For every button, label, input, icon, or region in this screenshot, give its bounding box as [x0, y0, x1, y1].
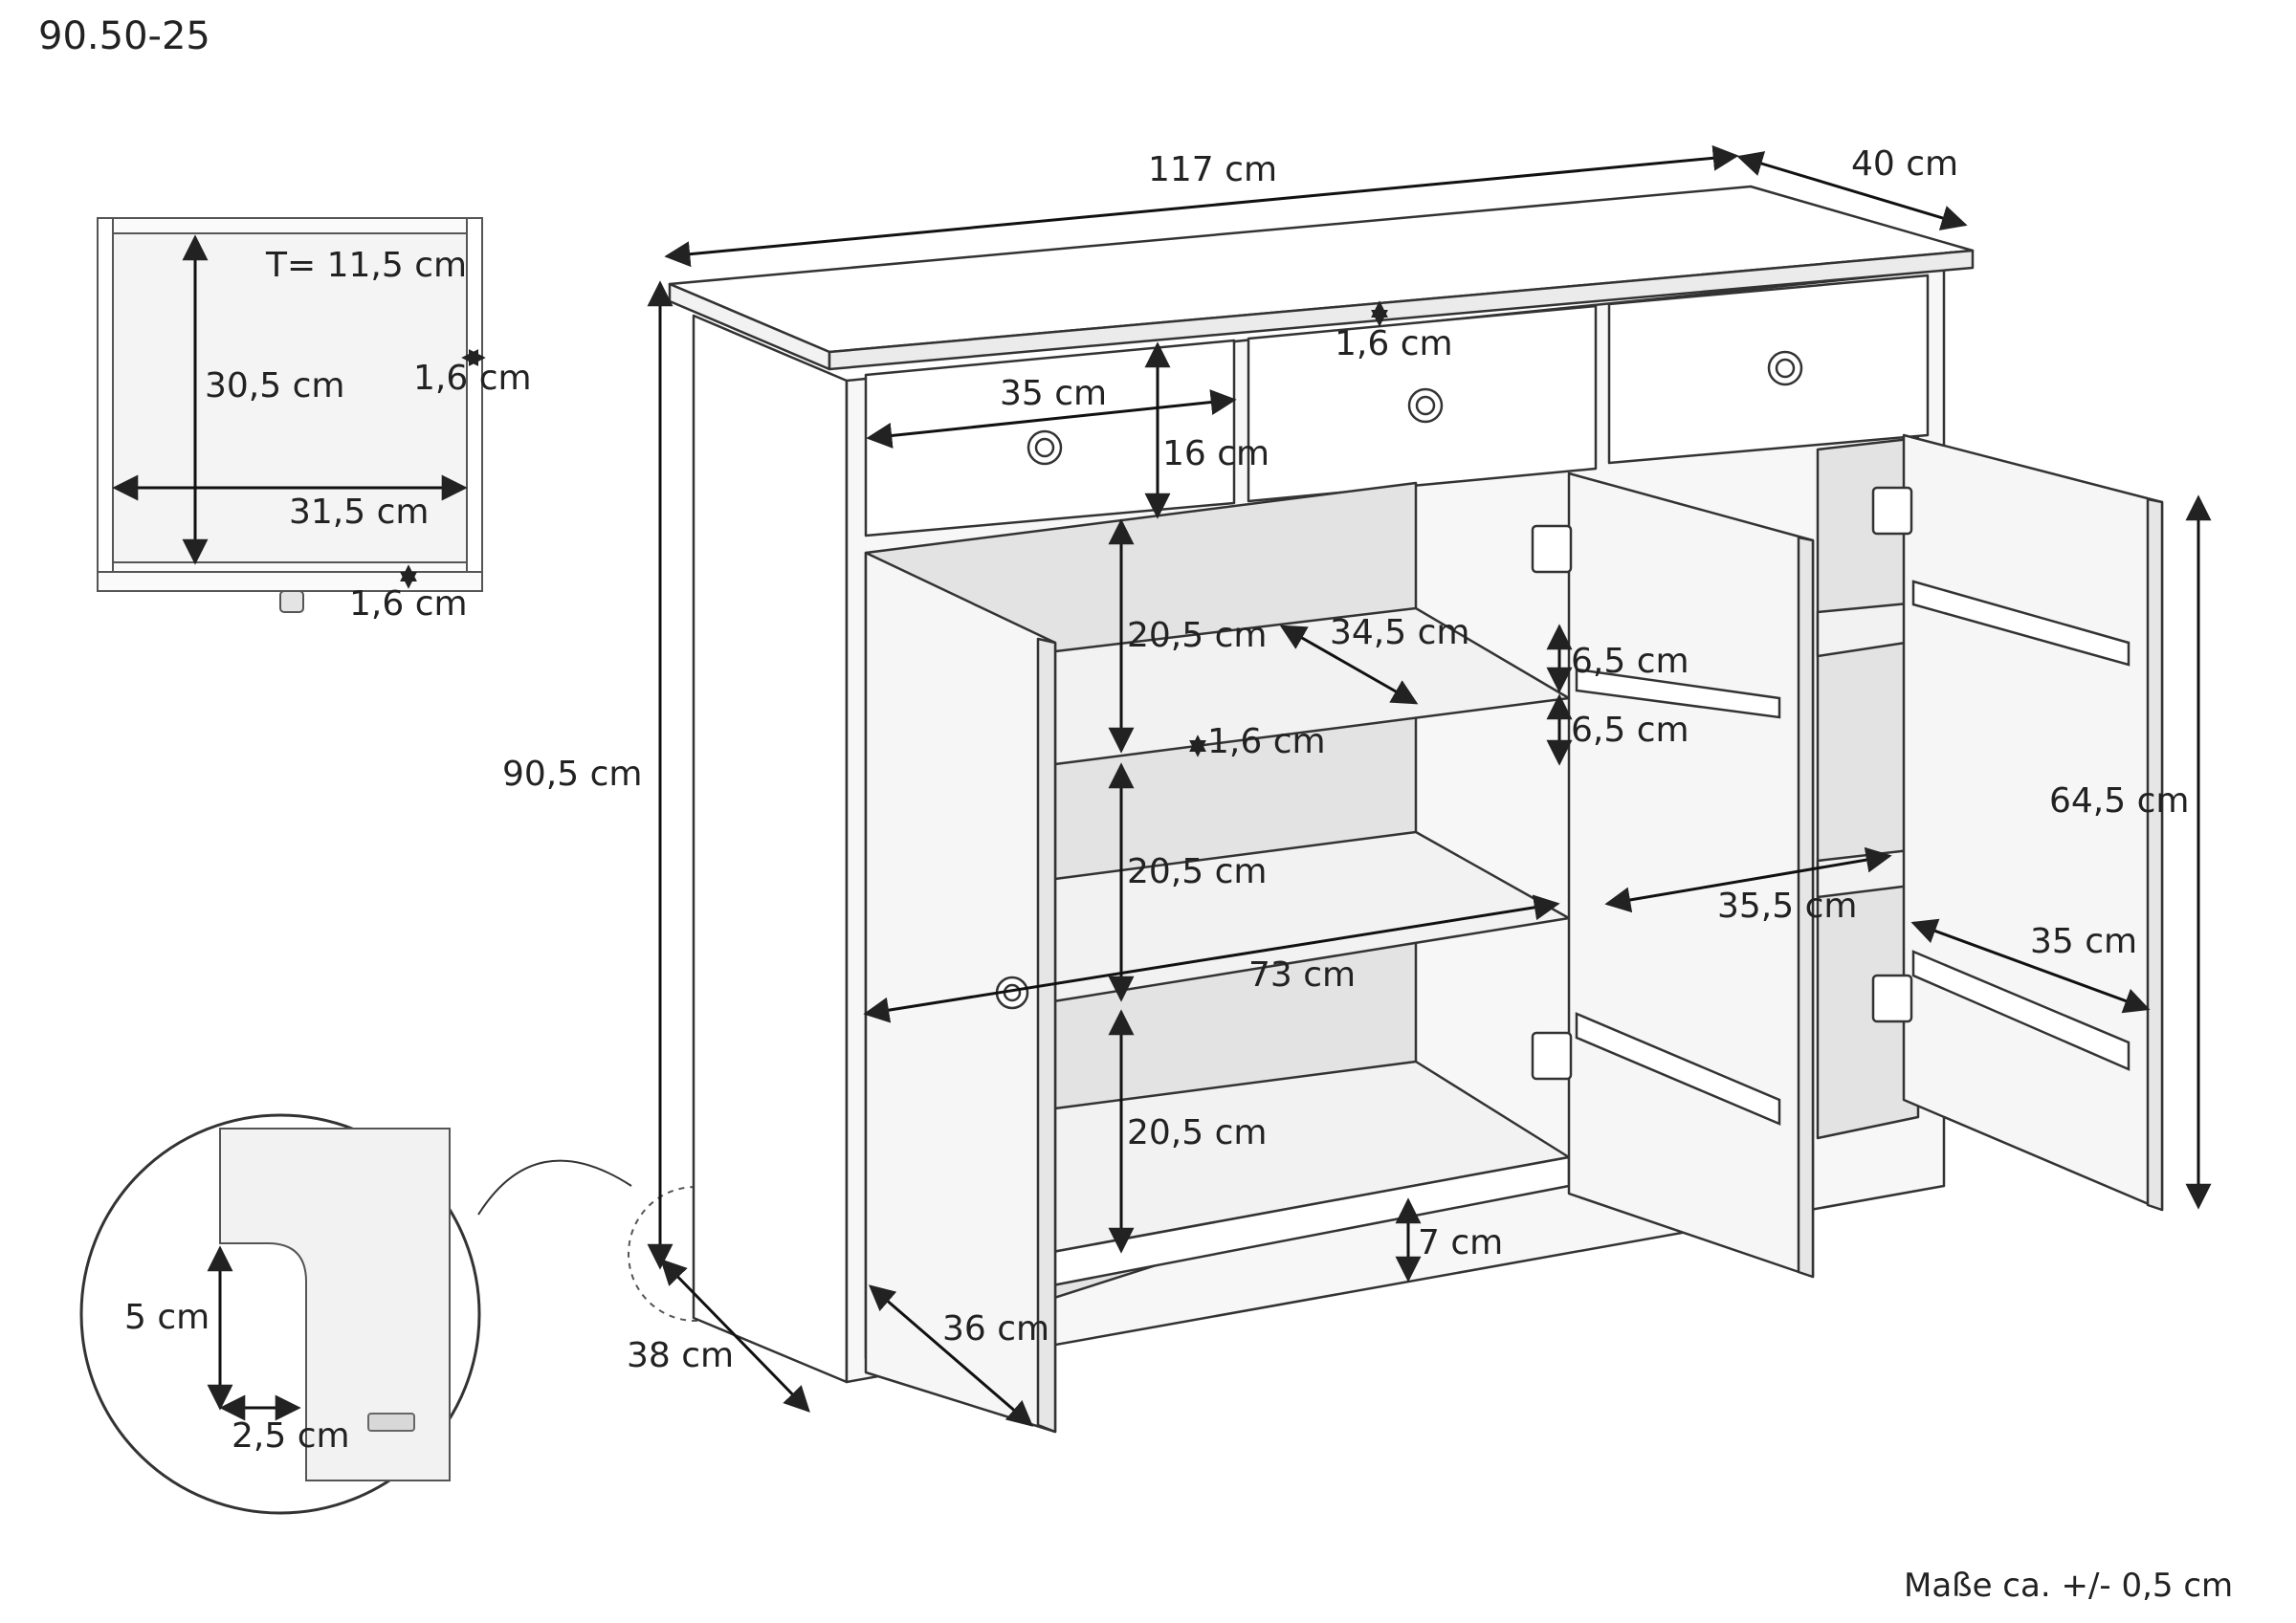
- drawer-width-front-label: 35 cm: [1000, 374, 1108, 413]
- leg-width-label: 2,5 cm: [232, 1416, 350, 1456]
- drawer-height-front-label: 16 cm: [1162, 434, 1270, 473]
- shelf-thickness-label: 1,6 cm: [1207, 722, 1326, 761]
- cabinet: [668, 185, 2164, 1434]
- drawer-detail: [97, 217, 483, 613]
- depth-label: 40 cm: [1851, 144, 1959, 184]
- compartment-height-middle-label: 20,5 cm: [1127, 852, 1268, 891]
- right-interior-width-label: 35,5 cm: [1717, 887, 1858, 926]
- door-height-label: 64,5 cm: [2049, 781, 2190, 821]
- drawer-depth-label: T= 11,5 cm: [266, 246, 468, 285]
- drawer-width-label: 31,5 cm: [289, 493, 430, 532]
- door-width-label: 36 cm: [942, 1309, 1050, 1349]
- drawer-height-label: 30,5 cm: [205, 366, 345, 406]
- right-door-width-label: 35 cm: [2030, 922, 2138, 961]
- shelf-depth-label: 34,5 cm: [1330, 613, 1470, 652]
- side-depth-label: 38 cm: [627, 1336, 735, 1375]
- product-code: 90.50-25: [38, 14, 210, 58]
- compartment-height-bottom-label: 20,5 cm: [1127, 1113, 1268, 1152]
- drawer-dimension-lines: [112, 234, 486, 589]
- door-rail-offset-bottom-label: 6,5 cm: [1571, 711, 1689, 750]
- plinth-height-label: 7 cm: [1418, 1223, 1504, 1262]
- total-width-label: 117 cm: [1148, 150, 1278, 189]
- drawer-side-thickness-label: 1,6 cm: [413, 359, 532, 398]
- cabinet-dimension-lines: [647, 144, 2212, 1427]
- top-thickness-label: 1,6 cm: [1335, 324, 1453, 363]
- interior-width-label: 73 cm: [1248, 955, 1357, 995]
- door-rail-offset-top-label: 6,5 cm: [1571, 642, 1689, 681]
- compartment-height-top-label: 20,5 cm: [1127, 616, 1268, 655]
- leg-height-label: 5 cm: [124, 1298, 210, 1337]
- leg-detail: [79, 1113, 763, 1515]
- total-height-label: 90,5 cm: [502, 755, 643, 794]
- drawer-bottom-thickness-label: 1,6 cm: [349, 584, 468, 624]
- tolerance-note: Maße ca. +/- 0,5 cm: [1904, 1567, 2234, 1605]
